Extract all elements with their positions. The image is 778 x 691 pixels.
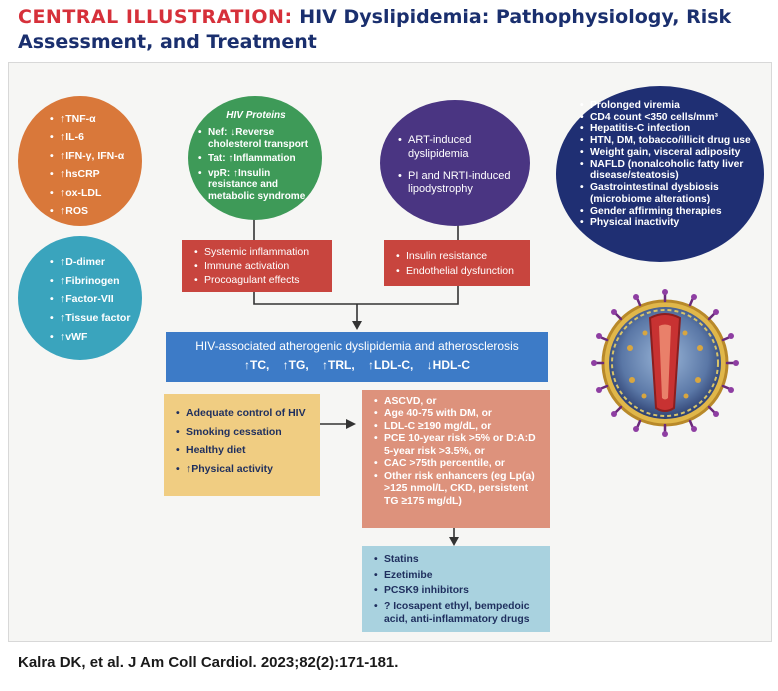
hiv-proteins-title: HIV Proteins <box>226 110 286 121</box>
marker-item: ↑hsCRP <box>50 165 142 184</box>
mechanism-item: Endothelial dysfunction <box>396 264 524 279</box>
lifestyle-item: Adequate control of HIV <box>176 408 314 419</box>
inflammatory-markers-circle: ↑TNF-α ↑IL-6 ↑IFN-γ, IFN-α ↑hsCRP ↑ox-LD… <box>18 96 142 226</box>
art-list: ART-induced dyslipidemia PI and NRTI-ind… <box>398 134 524 197</box>
indication-item: Other risk enhancers (eg Lp(a) >125 nmol… <box>374 471 544 508</box>
header: CENTRAL ILLUSTRATION: HIV Dyslipidemia: … <box>0 0 778 60</box>
protein-item: vpR: ↑Insulin resistance and metabolic s… <box>198 168 314 203</box>
risk-factor-item: Gastrointestinal dysbiosis (microbiome a… <box>580 182 756 205</box>
coagulation-markers-list: ↑D-dimer ↑Fibrinogen ↑Factor-VII ↑Tissue… <box>50 253 142 346</box>
risk-factor-item: HTN, DM, tobacco/illicit drug use <box>580 135 756 147</box>
risk-factor-item: Weight gain, visceral adiposity <box>580 147 756 159</box>
lifestyle-list: Adequate control of HIV Smoking cessatio… <box>176 408 314 474</box>
outcome-box: HIV-associated atherogenic dyslipidemia … <box>166 332 548 382</box>
hiv-proteins-list: Nef: ↓Reverse cholesterol transport Tat:… <box>198 127 314 202</box>
marker-item: ↑ROS <box>50 202 142 221</box>
indication-item: PCE 10-year risk >5% or D:A:D 5-year ris… <box>374 433 544 458</box>
indications-box: ASCVD, or Age 40-75 with DM, or LDL-C ≥1… <box>362 390 550 528</box>
risk-factors-circle: Prolonged viremia CD4 count <350 cells/m… <box>556 86 764 262</box>
title-text-2: Assessment, and Treatment <box>18 31 317 53</box>
therapy-item: ? Icosapent ethyl, bempedoic acid, anti-… <box>374 601 544 626</box>
mechanisms-right-list: Insulin resistance Endothelial dysfuncti… <box>396 249 524 278</box>
indication-item: Age 40-75 with DM, or <box>374 408 544 421</box>
art-item: ART-induced dyslipidemia <box>398 134 524 162</box>
mechanisms-left-box: Systemic inflammation Immune activation … <box>182 240 332 292</box>
title-line-1: CENTRAL ILLUSTRATION: HIV Dyslipidemia: … <box>18 6 731 28</box>
marker-item: ↑ox-LDL <box>50 184 142 203</box>
lifestyle-box: Adequate control of HIV Smoking cessatio… <box>164 394 320 496</box>
citation: Kalra DK, et al. J Am Coll Cardiol. 2023… <box>18 654 399 671</box>
outcome-title: HIV-associated atherogenic dyslipidemia … <box>195 339 519 353</box>
therapies-list: Statins Ezetimibe PCSK9 inhibitors ? Ico… <box>374 554 544 626</box>
indications-list: ASCVD, or Age 40-75 with DM, or LDL-C ≥1… <box>374 396 544 508</box>
protein-item: Nef: ↓Reverse cholesterol transport <box>198 127 314 150</box>
marker-item: ↑TNF-α <box>50 110 142 129</box>
mechanism-item: Systemic inflammation <box>194 246 326 260</box>
coagulation-markers-circle: ↑D-dimer ↑Fibrinogen ↑Factor-VII ↑Tissue… <box>18 236 142 360</box>
lifestyle-item: Smoking cessation <box>176 426 314 438</box>
risk-factor-item: NAFLD (nonalcoholic fatty liver disease/… <box>580 159 756 182</box>
mechanism-item: Insulin resistance <box>396 249 524 264</box>
hiv-proteins-circle: HIV Proteins Nef: ↓Reverse cholesterol t… <box>188 96 322 220</box>
marker-item: ↑vWF <box>50 328 142 347</box>
title-text-1: HIV Dyslipidemia: Pathophysiology, Risk <box>299 6 732 28</box>
marker-item: ↑IL-6 <box>50 128 142 147</box>
indication-item: CAC >75th percentile, or <box>374 458 544 471</box>
central-illustration-label: CENTRAL ILLUSTRATION: <box>18 6 293 28</box>
outcome-lipids: ↑TC, ↑TG, ↑TRL, ↑LDL-C, ↓HDL-C <box>244 358 470 372</box>
mechanism-item: Immune activation <box>194 260 326 274</box>
art-item: PI and NRTI-induced lipodystrophy <box>398 170 524 198</box>
title-line-2: Assessment, and Treatment <box>18 31 317 53</box>
therapies-box: Statins Ezetimibe PCSK9 inhibitors ? Ico… <box>362 546 550 632</box>
marker-item: ↑Tissue factor <box>50 309 142 328</box>
risk-factor-item: Hepatitis-C infection <box>580 123 756 135</box>
art-circle: ART-induced dyslipidemia PI and NRTI-ind… <box>380 100 530 226</box>
risk-factor-item: Gender affirming therapies <box>580 206 756 218</box>
inflammatory-markers-list: ↑TNF-α ↑IL-6 ↑IFN-γ, IFN-α ↑hsCRP ↑ox-LD… <box>50 110 142 221</box>
marker-item: ↑D-dimer <box>50 253 142 272</box>
risk-factor-item: Physical inactivity <box>580 217 756 229</box>
mechanisms-left-list: Systemic inflammation Immune activation … <box>194 246 326 288</box>
marker-item: ↑Factor-VII <box>50 290 142 309</box>
therapy-item: Ezetimibe <box>374 570 544 583</box>
mechanism-item: Procoagulant effects <box>194 274 326 288</box>
risk-factors-list: Prolonged viremia CD4 count <350 cells/m… <box>580 100 756 229</box>
therapy-item: Statins <box>374 554 544 567</box>
mechanisms-right-box: Insulin resistance Endothelial dysfuncti… <box>384 240 530 286</box>
lifestyle-item: Healthy diet <box>176 445 314 456</box>
hiv-virion-icon <box>591 289 739 437</box>
protein-item: Tat: ↑Inflammation <box>198 153 314 165</box>
marker-item: ↑Fibrinogen <box>50 272 142 291</box>
indication-item: LDL-C ≥190 mg/dL, or <box>374 421 544 434</box>
risk-factor-item: CD4 count <350 cells/mm³ <box>580 112 756 124</box>
lifestyle-item: ↑Physical activity <box>176 463 314 475</box>
marker-item: ↑IFN-γ, IFN-α <box>50 147 142 166</box>
risk-factor-item: Prolonged viremia <box>580 100 756 112</box>
therapy-item: PCSK9 inhibitors <box>374 585 544 598</box>
indication-item: ASCVD, or <box>374 396 544 409</box>
